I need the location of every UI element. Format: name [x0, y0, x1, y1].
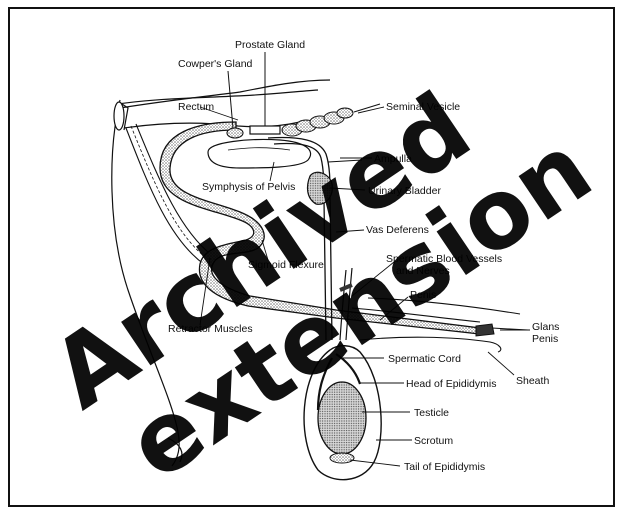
label-testicle: Testicle: [414, 407, 449, 419]
label-glans-penis: Penis: [532, 333, 558, 345]
label-scrotum: Scrotum: [414, 435, 453, 447]
label-cowpers-gland: Cowper's Gland: [178, 58, 253, 70]
label-head-of-epididymis: Head of Epididymis: [406, 378, 496, 390]
label-tail-of-epididymis: Tail of Epididymis: [404, 461, 485, 473]
label-prostate-gland: Prostate Gland: [235, 39, 305, 51]
label-rectum: Rectum: [178, 101, 214, 113]
label-spermatic-cord: Spermatic Cord: [388, 353, 461, 365]
label-sheath: Sheath: [516, 375, 549, 387]
label-glans: Glans: [532, 321, 559, 333]
